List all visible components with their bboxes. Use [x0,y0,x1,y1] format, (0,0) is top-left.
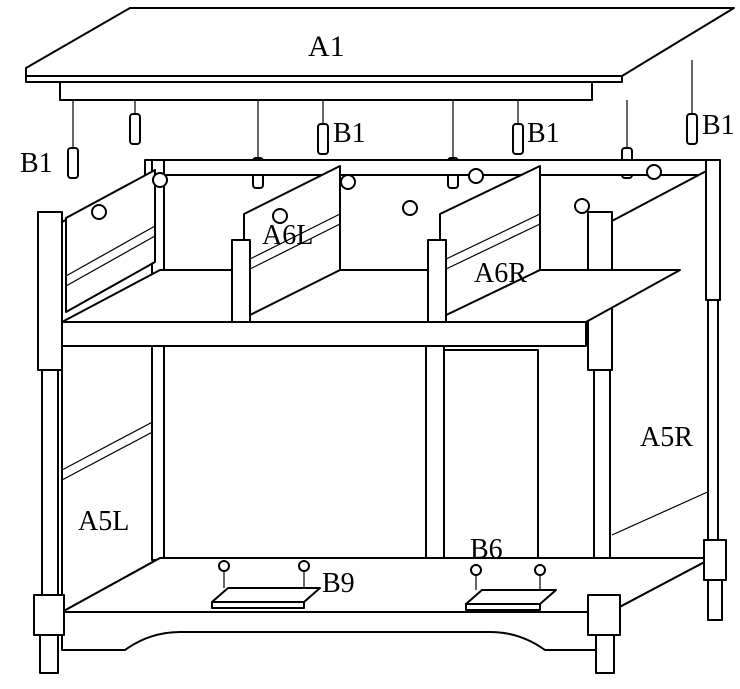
label-b1-right: B1 [702,110,735,141]
dowel-lines [72,60,693,158]
drawer-left-frame [65,169,156,313]
screw-pack-b6 [465,564,557,611]
label-a6l: A6L [262,220,313,251]
drawer-a6l [231,165,341,323]
legs [33,539,727,674]
screw-pack-b9 [211,560,321,609]
top-panel [25,7,735,101]
label-b1-center-left: B1 [333,118,366,149]
label-b9: B9 [322,568,355,599]
label-a5l: A5L [78,506,129,537]
label-a5r: A5R [640,422,693,453]
label-a1: A1 [308,30,345,63]
top-frame [144,159,713,176]
label-b1-center-right: B1 [527,118,560,149]
left-side-panel [37,159,165,613]
label-b1-left: B1 [20,148,53,179]
drawer-a6r [427,165,541,323]
label-a6r: A6R [474,258,527,289]
labels: A1 B1 B1 B1 B1 A6L A6R A5L A5R B6 B9 [20,30,735,599]
label-b6: B6 [470,534,503,565]
cam-locks [91,164,662,224]
center-divider [425,345,539,611]
right-side-panel [587,159,721,613]
middle-shelf [61,269,681,347]
